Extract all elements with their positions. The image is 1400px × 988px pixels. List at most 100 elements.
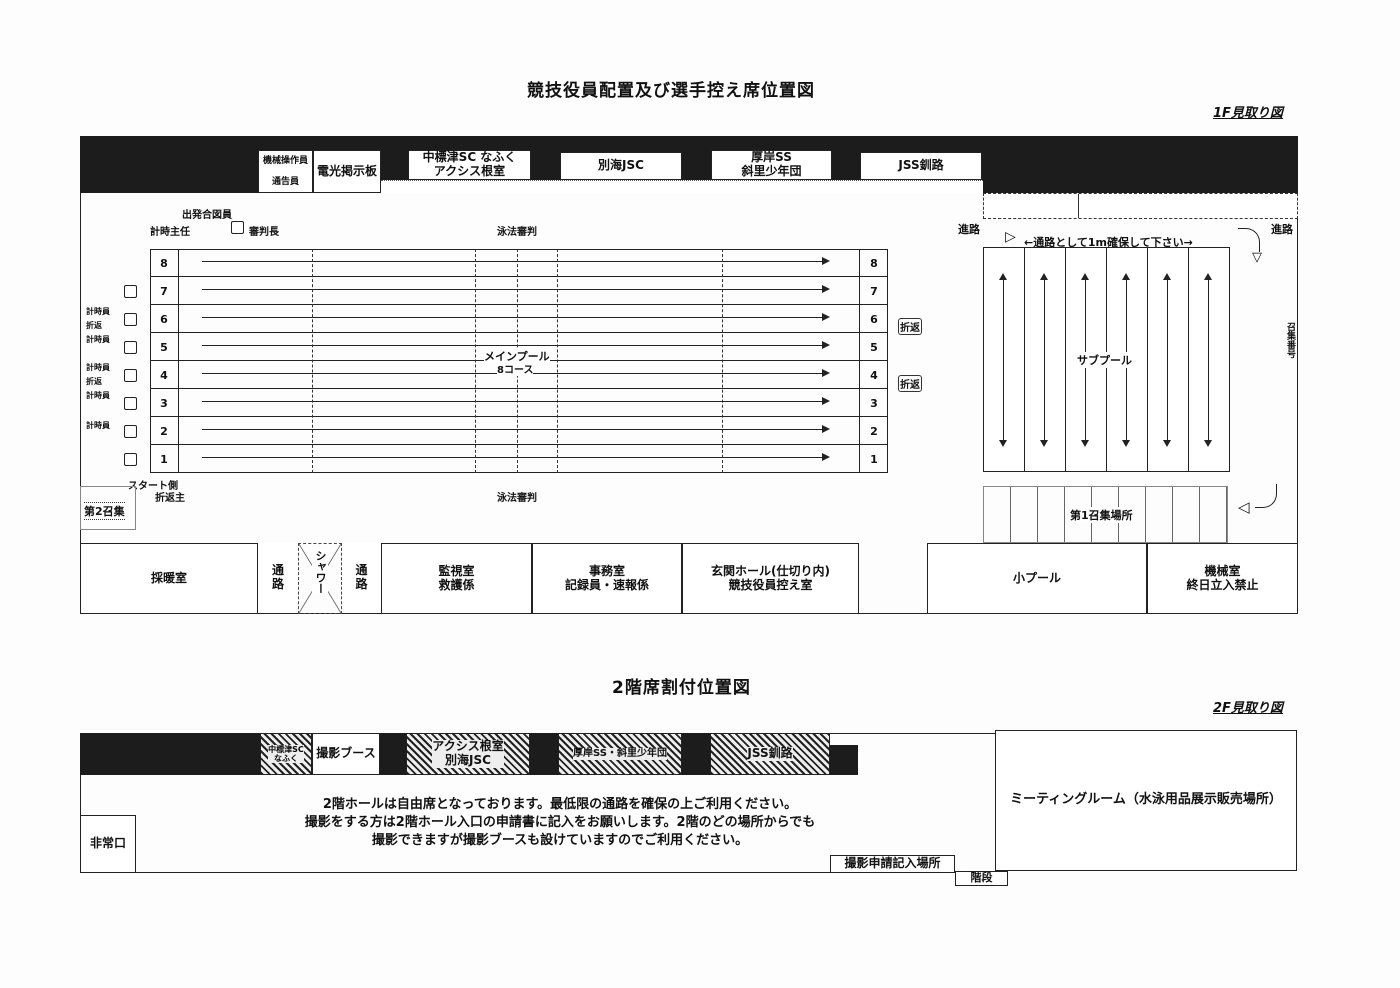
left-official-label: 計時員 (86, 335, 110, 344)
left-official-label: 折返 (86, 321, 102, 330)
notice-line: 撮影をする方は2階ホール入口の申請書に記入をお願いします。2階のどの場所からでも (304, 815, 816, 830)
referee-seat (231, 221, 244, 234)
arrowhead-icon (822, 425, 830, 433)
swim-direction-arrow (202, 429, 824, 430)
photo-booth: 撮影ブース (312, 733, 380, 775)
double-arrow-icon (1040, 273, 1048, 447)
left-official-label: 計時員 (86, 307, 110, 316)
entrance-hall: 玄関ホール(仕切り内) 競技役員控え室 (682, 543, 859, 614)
team-box-2: 別海JSC (560, 152, 682, 180)
turn-chief-label: 折返主 (155, 493, 185, 504)
floor1-title: 競技役員配置及び選手控え席位置図 (527, 81, 815, 101)
shower: シャワー (298, 543, 342, 614)
call-area-2-frame (80, 486, 136, 530)
arrowhead-icon (822, 285, 830, 293)
lane-number-end: 7 (870, 284, 878, 298)
arrowhead-icon (822, 341, 830, 349)
arrow-right-icon: ▷ (1005, 229, 1016, 245)
team-box-1: 中標津SC なふく アクシス根室 (408, 150, 531, 180)
emergency-exit: 非常口 (80, 815, 136, 873)
floor2-title: 2階席割付位置図 (612, 678, 751, 698)
sub-lane-divider (1147, 247, 1148, 472)
lane-number-start: 5 (160, 340, 168, 354)
official-seat (124, 285, 137, 298)
photo-application-area: 撮影申請記入場所 (830, 855, 955, 873)
arrow-down-icon: ▽ (1252, 250, 1262, 265)
floor2-subtitle: 2F見取り図 (1213, 701, 1283, 716)
curve-arrow-icon (1238, 228, 1260, 252)
lane-number-start: 4 (160, 368, 168, 382)
stands-strip (381, 180, 983, 193)
team-c-box: JSS釧路 (710, 733, 830, 775)
floor2-band-end (830, 745, 858, 775)
swim-direction-arrow (202, 457, 824, 458)
dashed-area (983, 193, 1298, 219)
official-seat (124, 369, 137, 382)
route-out-label: 進路 (1271, 223, 1293, 236)
team-small-box: 中標津SC なふく (260, 733, 312, 775)
passage-2: 通 路 (342, 543, 381, 614)
left-official-label: 折返 (86, 377, 102, 386)
lane-number-end: 1 (870, 452, 878, 466)
dash-line (475, 249, 476, 473)
office-room: 事務室 記録員・速報係 (532, 543, 682, 614)
turn-judge-1: 折返 (898, 318, 922, 335)
left-official-label: 計時員 (86, 363, 110, 372)
route-in-label: 進路 (958, 223, 980, 236)
main-pool-water (178, 249, 860, 473)
operator-box: 機械操作員通告員 (258, 150, 313, 193)
team-a-box: アクシス根室 別海JSC (406, 733, 530, 775)
notice: 2階ホールは自由席となっております。最低限の通路を確保の上ご利用ください。 撮影… (200, 796, 920, 850)
arrowhead-icon (822, 453, 830, 461)
sub-lane-divider (1188, 247, 1189, 472)
arrowhead-icon (822, 397, 830, 405)
passage-1: 通 路 (258, 543, 298, 614)
small-pool: 小プール (927, 543, 1147, 614)
sub-lane-divider (1065, 247, 1066, 472)
notice-line: 2階ホールは自由席となっております。最低限の通路を確保の上ご利用ください。 (322, 797, 798, 812)
referee-label: 審判長 (249, 227, 279, 238)
official-seat (124, 397, 137, 410)
lane-number-end: 3 (870, 396, 878, 410)
arrow-left-icon: ◁ (1238, 498, 1250, 516)
lane-number-start: 8 (160, 256, 168, 270)
swim-direction-arrow (202, 261, 824, 262)
scoreboard-box: 電光掲示板 (313, 150, 381, 193)
warming-room: 採暖室 (80, 543, 258, 614)
swim-direction-arrow (202, 317, 824, 318)
lane-number-end: 5 (870, 340, 878, 354)
team-c-label: JSS釧路 (747, 746, 793, 761)
passage-note: ←通路として1m確保して下さい→ (1024, 236, 1193, 249)
swim-direction-arrow (202, 345, 824, 346)
operator-label: 機械操作員 (262, 156, 308, 167)
team-b-box: 厚岸SS・斜里少年団 (558, 733, 682, 775)
official-seat (124, 313, 137, 326)
curve-arrow-icon (1255, 484, 1277, 508)
swim-direction-arrow (202, 289, 824, 290)
sub-lane-divider (1024, 247, 1025, 472)
lane-number-start: 1 (160, 452, 168, 466)
starter-label: 出発合図員 (182, 210, 232, 221)
double-arrow-icon (999, 273, 1007, 447)
main-pool-courses: 8コース (497, 361, 534, 376)
call-area-2: 第2召集 (84, 502, 125, 520)
machine-room: 機械室 終日立入禁止 (1147, 543, 1298, 614)
lane-number-start: 6 (160, 312, 168, 326)
lane-number-end: 6 (870, 312, 878, 326)
team-b-label: 厚岸SS・斜里少年団 (573, 748, 667, 760)
turn-judge-2: 折返 (898, 375, 922, 392)
sub-pool-label: サブプール (1077, 352, 1132, 368)
arrowhead-icon (822, 369, 830, 377)
lane-number-end: 8 (870, 256, 878, 270)
stairs: 階段 (955, 871, 1008, 886)
dash-line (312, 249, 313, 473)
official-seat (124, 425, 137, 438)
team-box-3: 厚岸SS 斜里少年団 (711, 150, 832, 180)
notice-line: 撮影できますが撮影ブースも設けていますのでご利用ください。 (371, 833, 749, 848)
double-arrow-icon (1163, 273, 1171, 447)
swim-direction-arrow (202, 401, 824, 402)
team-a-label: アクシス根室 別海JSC (432, 739, 504, 768)
